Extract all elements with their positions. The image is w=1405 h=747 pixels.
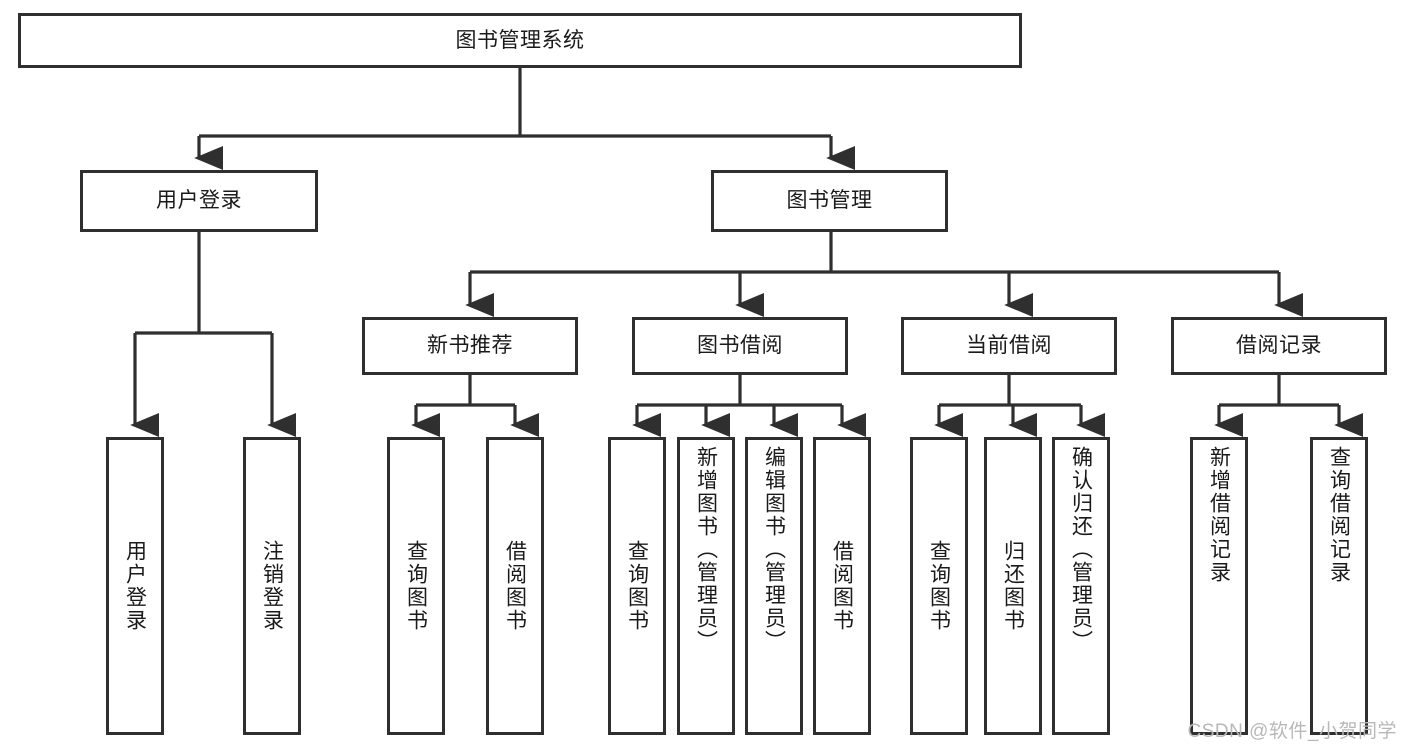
node-leaf-query-book-3[interactable]: 查询图书 [910,437,968,735]
node-root[interactable]: 图书管理系统 [18,13,1022,68]
node-leaf-add-record[interactable]: 新增借阅记录 [1190,437,1248,735]
node-new-book-recommend[interactable]: 新书推荐 [362,317,578,375]
node-leaf-add-record-label: 新增借阅记录 [1207,446,1231,584]
node-borrow-record-label: 借阅记录 [1236,334,1322,358]
node-book-manage-label: 图书管理 [786,189,873,213]
node-leaf-confirm-return-label: 确认归还（管理员） [1069,446,1093,653]
node-leaf-user-login[interactable]: 用户登录 [106,437,164,735]
node-leaf-edit-book[interactable]: 编辑图书（管理员） [745,437,803,735]
node-user-login[interactable]: 用户登录 [80,170,318,232]
node-leaf-user-logout[interactable]: 注销登录 [243,437,301,735]
node-leaf-borrow-book-2[interactable]: 借阅图书 [813,437,871,735]
node-leaf-query-book-3-label: 查询图书 [927,540,951,632]
node-leaf-query-book-2-label: 查询图书 [625,540,649,632]
csdn-watermark: CSDN @软件_小贺同学 [1187,721,1397,742]
node-leaf-user-logout-label: 注销登录 [260,540,284,632]
node-leaf-add-book[interactable]: 新增图书（管理员） [677,437,735,735]
node-leaf-return-book-label: 归还图书 [1001,540,1025,632]
node-leaf-return-book[interactable]: 归还图书 [984,437,1042,735]
node-leaf-query-record[interactable]: 查询借阅记录 [1310,437,1368,735]
node-current-borrow-label: 当前借阅 [966,334,1052,358]
node-leaf-user-login-label: 用户登录 [123,540,147,632]
node-leaf-edit-book-label: 编辑图书（管理员） [762,446,786,653]
node-book-borrow[interactable]: 图书借阅 [632,317,848,375]
node-leaf-confirm-return[interactable]: 确认归还（管理员） [1052,437,1110,735]
node-root-label: 图书管理系统 [455,28,585,52]
node-leaf-query-book-1-label: 查询图书 [404,540,428,632]
node-leaf-query-book-2[interactable]: 查询图书 [608,437,666,735]
node-user-login-label: 用户登录 [156,189,242,213]
node-borrow-record[interactable]: 借阅记录 [1171,317,1387,375]
node-leaf-query-record-label: 查询借阅记录 [1327,446,1351,584]
node-leaf-add-book-label: 新增图书（管理员） [694,446,718,653]
node-book-borrow-label: 图书借阅 [697,334,783,358]
node-current-borrow[interactable]: 当前借阅 [901,317,1117,375]
node-leaf-borrow-book-1[interactable]: 借阅图书 [486,437,544,735]
node-leaf-borrow-book-2-label: 借阅图书 [830,540,854,632]
node-book-manage[interactable]: 图书管理 [711,170,948,232]
node-leaf-query-book-1[interactable]: 查询图书 [387,437,445,735]
node-new-book-recommend-label: 新书推荐 [427,334,513,358]
node-leaf-borrow-book-1-label: 借阅图书 [503,540,527,632]
